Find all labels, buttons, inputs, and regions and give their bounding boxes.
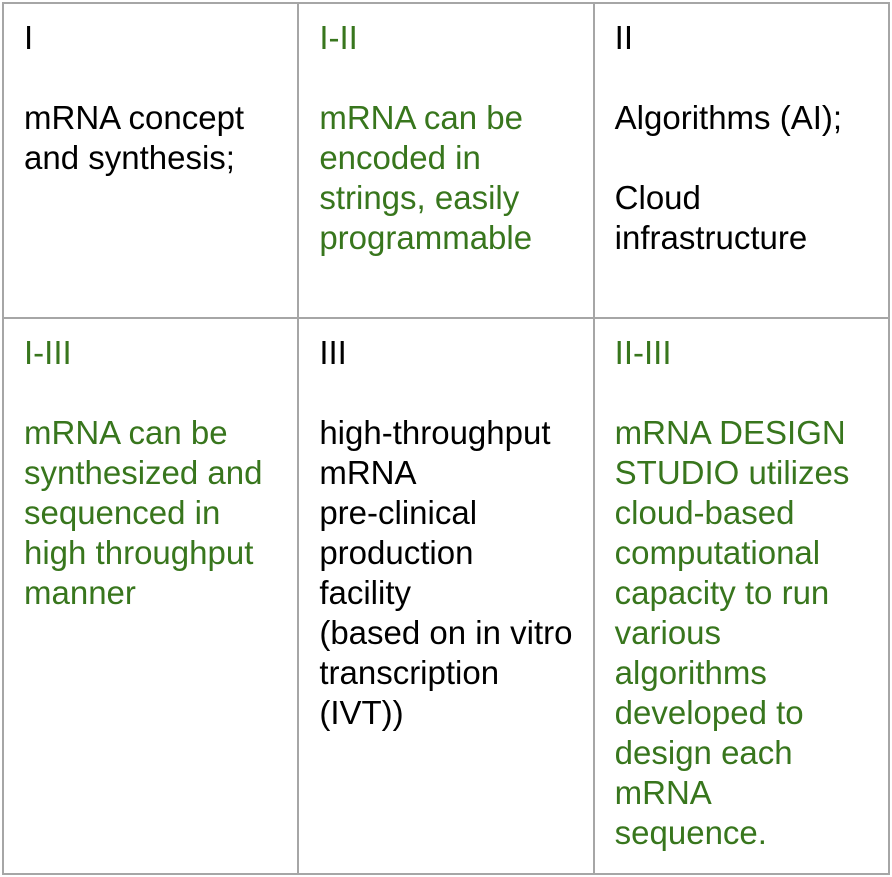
cell-region-I: I mRNA concept and synthesis; — [1, 2, 300, 319]
cell-label: III — [319, 334, 347, 371]
cell-region-II-III: II-III mRNA DESIGN STUDIO utilizes cloud… — [592, 317, 891, 875]
cell-label: I-III — [24, 334, 72, 371]
cell-body: Algorithms (AI); Cloud infrastructure — [614, 99, 843, 256]
table-row: I-III mRNA can be synthesized and sequen… — [1, 317, 891, 875]
cell-body: mRNA DESIGN STUDIO utilizes cloud-based … — [614, 414, 850, 851]
cell-body: high-throughput mRNA pre-clinical produc… — [319, 414, 573, 731]
cell-body: mRNA can be synthesized and sequenced in… — [24, 414, 263, 611]
cell-body: mRNA can be encoded in strings, easily p… — [319, 99, 533, 256]
cell-region-I-II: I-II mRNA can be encoded in strings, eas… — [297, 2, 595, 319]
cell-region-III: III high-throughput mRNA pre-clinical pr… — [297, 317, 595, 875]
cell-region-II: II Algorithms (AI); Cloud infrastructure — [592, 2, 891, 319]
cell-label: II-III — [614, 334, 672, 371]
cell-region-I-III: I-III mRNA can be synthesized and sequen… — [1, 317, 300, 875]
cell-label: I-II — [319, 19, 358, 56]
cell-label: I — [24, 19, 34, 56]
cell-label: II — [614, 19, 633, 56]
cell-body: mRNA concept and synthesis; — [24, 99, 245, 176]
table-row: I mRNA concept and synthesis; I-II mRNA … — [1, 2, 891, 319]
